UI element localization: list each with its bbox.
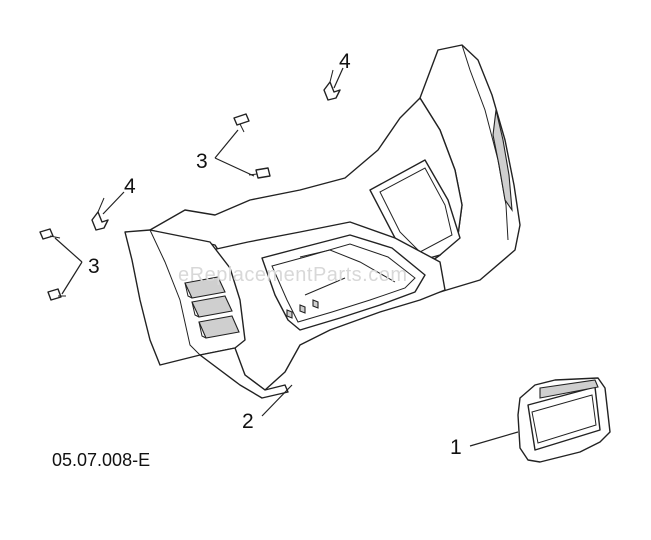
leader-line-3-upper-a <box>214 129 239 159</box>
headlight-lens-part[interactable] <box>517 377 611 463</box>
screw-upper-b[interactable] <box>248 167 271 179</box>
callout-3-lower: 3 <box>88 255 100 278</box>
leader-line-1 <box>469 431 519 447</box>
leader-line-3-lower-a <box>54 237 83 263</box>
leader-line-3-upper-b <box>214 157 255 177</box>
leader-line-4-upper <box>333 67 344 89</box>
dashboard-housing-part[interactable] <box>124 44 521 399</box>
callout-4-upper: 4 <box>339 50 351 73</box>
callout-3-upper: 3 <box>196 150 208 173</box>
clip-lower[interactable] <box>91 197 109 231</box>
callout-2: 2 <box>242 410 254 433</box>
callout-1: 1 <box>450 436 462 459</box>
drawing-code: 05.07.008-E <box>52 450 150 470</box>
leader-line-2 <box>261 384 293 417</box>
leader-line-4-lower <box>102 191 125 215</box>
screw-lower-a[interactable] <box>39 228 61 240</box>
clip-upper[interactable] <box>323 69 341 101</box>
leader-line-3-lower-b <box>61 261 83 295</box>
watermark-text: eReplacementParts.com <box>178 264 407 286</box>
screw-lower-b[interactable] <box>47 288 66 301</box>
screw-upper-a[interactable] <box>233 113 250 133</box>
callout-4-lower: 4 <box>124 175 136 198</box>
